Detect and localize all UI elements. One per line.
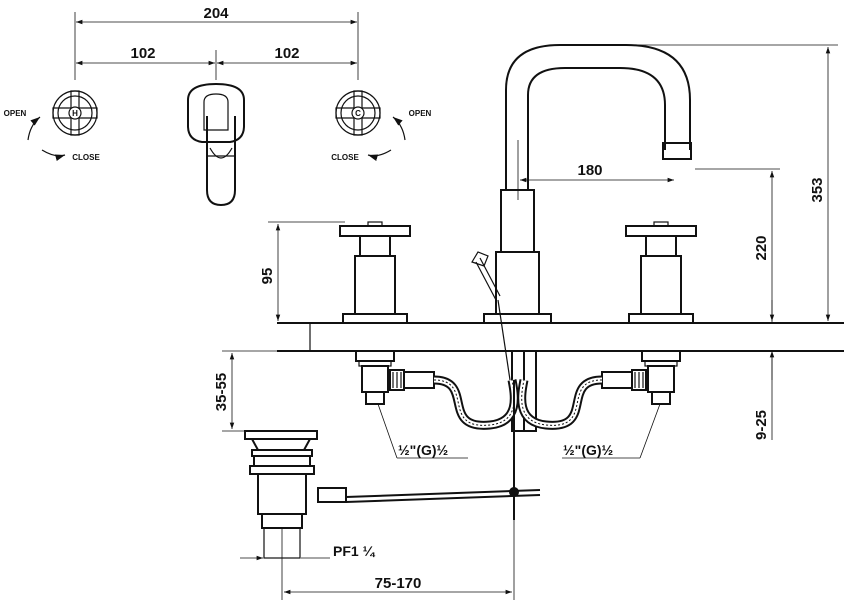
- front-right-valve: [601, 221, 697, 405]
- dim-drain-offset: 75-170: [375, 575, 422, 592]
- dim-right-spacing: 102: [274, 45, 299, 62]
- dim-handle-height: 95: [259, 268, 276, 285]
- front-left-valve: [339, 221, 435, 405]
- label-close-left: CLOSE: [72, 153, 100, 162]
- drain-offset-dimension: 75-170: [281, 520, 515, 600]
- front-spout: [483, 44, 692, 324]
- top-view-left-handle: H OPEN CLOSE: [4, 90, 100, 162]
- drain-assembly: [244, 380, 541, 559]
- thread-right-label: ½"(G)½: [563, 442, 614, 458]
- spout-reach-dimension: 180: [517, 140, 674, 200]
- dim-spout-height: 220: [753, 235, 770, 260]
- handle-height-dimension: 95: [259, 221, 345, 321]
- right-dimensions: 353 220 9-25: [600, 44, 838, 440]
- lift-rod: [471, 251, 511, 381]
- drain-thread-label: PF1 ¼: [333, 543, 376, 559]
- top-view-dimensions: 204 102 102: [74, 5, 359, 80]
- dim-total-height: 353: [809, 177, 826, 202]
- dim-left-spacing: 102: [130, 45, 155, 62]
- dim-spout-reach: 180: [577, 162, 602, 179]
- label-open-right: OPEN: [409, 109, 432, 118]
- dim-overall-width: 204: [203, 5, 229, 22]
- dim-drain-range: 35-55: [213, 373, 230, 411]
- flexible-hoses: [433, 350, 603, 432]
- deck-plate: [277, 322, 844, 352]
- drain-thread-callout: PF1 ¼: [240, 543, 376, 561]
- top-view-right-handle: C OPEN CLOSE: [331, 90, 432, 162]
- top-view-spout: [187, 82, 245, 207]
- drain-range-dimension: 35-55: [213, 350, 282, 432]
- label-open-left: OPEN: [4, 109, 27, 118]
- thread-callouts: ½"(G)½ ½"(G)½: [377, 403, 661, 459]
- label-close-right: CLOSE: [331, 153, 359, 162]
- svg-text:H: H: [72, 109, 78, 118]
- svg-text:C: C: [355, 109, 361, 118]
- thread-left-label: ½"(G)½: [398, 442, 449, 458]
- dim-deck-thickness: 9-25: [753, 410, 770, 440]
